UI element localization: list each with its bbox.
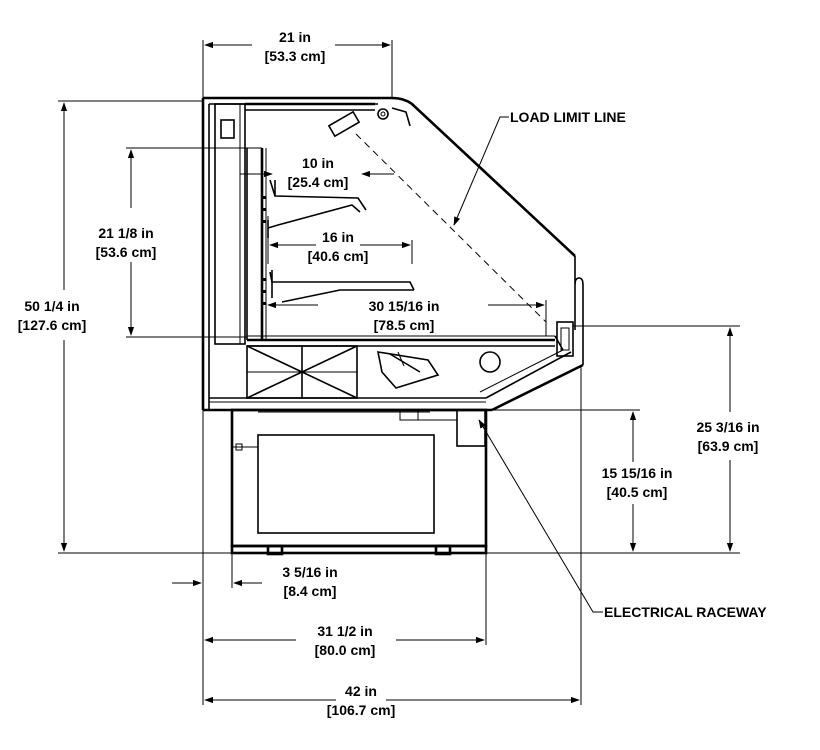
dim-base-depth-cm: [80.0 cm]: [315, 642, 376, 658]
interior-rear-panel: [214, 103, 267, 345]
dim-toe-offset-in: 3 5/16 in: [282, 564, 337, 580]
upper-light-fixture: [245, 102, 411, 138]
electrical-raceway-label: ELECTRICAL RACEWAY: [604, 604, 767, 620]
dim-front-height-cm: [63.9 cm]: [698, 438, 759, 454]
dim-base-height-cm: [40.5 cm]: [607, 484, 668, 500]
callout-labels: LOAD LIMIT LINE ELECTRICAL RACEWAY: [510, 109, 767, 620]
dim-shelf-mid-cm: [40.6 cm]: [308, 248, 369, 264]
case-outline: [201, 96, 584, 412]
dim-deck-depth-in: 30 15/16 in: [369, 298, 440, 314]
refrigeration-section: [246, 345, 501, 399]
dim-shelf-mid-in: 16 in: [322, 229, 354, 245]
lower-base: [230, 408, 488, 556]
dim-top-width-cm: [53.3 cm]: [265, 48, 326, 64]
dim-base-height-in: 15 15/16 in: [602, 465, 673, 481]
dim-shelf-top-cm: [25.4 cm]: [288, 174, 349, 190]
dim-toe-offset-cm: [8.4 cm]: [284, 583, 337, 599]
dim-top-width-in: 21 in: [279, 29, 311, 45]
dim-overall-height-cm: [127.6 cm]: [18, 317, 86, 333]
dim-deck-depth-cm: [78.5 cm]: [374, 317, 435, 333]
load-limit-label: LOAD LIMIT LINE: [510, 109, 626, 125]
dim-overall-height-in: 50 1/4 in: [24, 298, 79, 314]
dim-shelf-span-cm: [53.6 cm]: [96, 244, 157, 260]
dimension-labels: 21 in [53.3 cm] 10 in [25.4 cm] 16 in [4…: [18, 29, 760, 718]
dim-shelf-span-in: 21 1/8 in: [98, 225, 153, 241]
dim-base-depth-in: 31 1/2 in: [317, 623, 372, 639]
dim-front-height-in: 25 3/16 in: [696, 419, 759, 435]
dim-overall-depth-in: 42 in: [345, 683, 377, 699]
dim-overall-depth-cm: [106.7 cm]: [327, 702, 395, 718]
callout-leaders: [453, 116, 603, 613]
dim-shelf-top-in: 10 in: [302, 155, 334, 171]
dimension-lines: [58, 40, 740, 705]
